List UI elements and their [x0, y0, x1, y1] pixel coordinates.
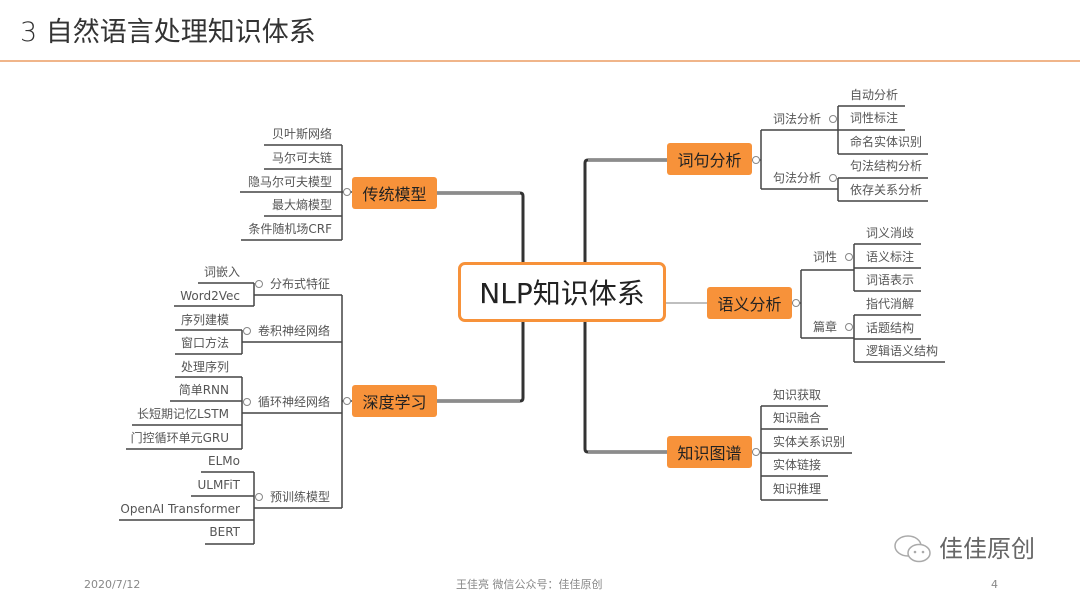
subnode: 篇章 — [813, 320, 838, 334]
subnode: 句法分析 — [773, 171, 822, 185]
node-deep-learning: 深度学习 — [352, 385, 437, 417]
subnode: 卷积神经网络 — [257, 324, 330, 338]
subnode: 循环神经网络 — [257, 395, 330, 409]
leaf: 隐马尔可夫模型 — [247, 175, 332, 189]
leaf: ULMFiT — [197, 478, 240, 492]
subnode: 预训练模型 — [269, 490, 330, 504]
leaf: 词嵌入 — [203, 265, 240, 279]
slide-title: 3 自然语言处理知识体系 — [20, 17, 316, 48]
root-node: NLP知识体系 — [458, 262, 666, 322]
footer-date: 2020/7/12 — [84, 578, 141, 591]
leaf: 话题结构 — [866, 321, 915, 335]
leaf: 条件随机场CRF — [248, 222, 332, 236]
watermark-text: 佳佳原创 — [939, 535, 1035, 563]
leaf: 实体关系识别 — [773, 435, 846, 449]
title-divider — [0, 60, 1080, 62]
leaf: 逻辑语义结构 — [866, 344, 939, 358]
leaf: 自动分析 — [850, 88, 899, 102]
leaf: 实体链接 — [773, 458, 822, 472]
leaf: 句法结构分析 — [850, 159, 923, 173]
leaf: 词语表示 — [866, 273, 915, 287]
leaf: 词性标注 — [850, 111, 899, 125]
leaf: 依存关系分析 — [850, 183, 923, 197]
node-semantic: 语义分析 — [707, 287, 792, 319]
leaf: 门控循环单元GRU — [130, 431, 229, 445]
leaf: 语义标注 — [866, 250, 915, 264]
leaf: 马尔可夫链 — [271, 151, 332, 165]
leaf: 简单RNN — [178, 383, 229, 397]
leaf: 序列建模 — [180, 313, 229, 327]
leaf: 知识获取 — [773, 388, 822, 402]
leaf: Word2Vec — [180, 289, 240, 303]
leaf: 处理序列 — [180, 360, 229, 374]
leaf: 指代消解 — [866, 297, 915, 311]
leaf: 窗口方法 — [180, 336, 229, 350]
leaf: 知识推理 — [773, 482, 822, 496]
leaf: 贝叶斯网络 — [271, 127, 332, 141]
node-lexical-syntactic: 词句分析 — [667, 143, 752, 175]
subnode: 分布式特征 — [269, 277, 330, 291]
leaf: OpenAI Transformer — [120, 502, 240, 516]
leaf: 知识融合 — [773, 411, 822, 425]
leaf: BERT — [209, 525, 240, 539]
subnode: 词法分析 — [773, 112, 822, 126]
leaf: 长短期记忆LSTM — [137, 407, 229, 421]
leaf: 最大熵模型 — [271, 198, 332, 212]
page-number: 4 — [991, 578, 998, 591]
subnode: 词性 — [813, 250, 838, 264]
footer-author: 王佳亮 微信公众号：佳佳原创 — [456, 578, 603, 591]
leaf: 词义消歧 — [866, 226, 915, 240]
wechat-icon — [894, 535, 931, 563]
watermark-logo: 佳佳原创 — [893, 533, 1035, 565]
leaf: ELMo — [208, 454, 240, 468]
node-knowledge-graph: 知识图谱 — [667, 436, 752, 468]
leaf: 命名实体识别 — [850, 135, 923, 149]
node-traditional-models: 传统模型 — [352, 177, 437, 209]
